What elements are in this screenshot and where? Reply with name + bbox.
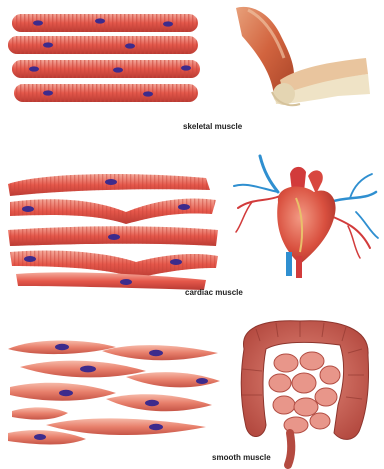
- heart-illustration: [230, 152, 380, 282]
- cardiac-fiber: [10, 199, 216, 225]
- smooth-fiber: [126, 372, 220, 387]
- smooth-fiber: [102, 345, 218, 360]
- intestines-illustration: [230, 309, 380, 469]
- smooth-muscle-fibers-illustration: [6, 333, 226, 453]
- cardiac-fiber: [8, 226, 218, 246]
- smooth-fiber: [106, 394, 212, 411]
- skeletal-fiber: [8, 36, 198, 54]
- smooth-fiber: [10, 383, 116, 401]
- arm-joint-illustration: [228, 4, 378, 114]
- cardiac-fiber: [16, 272, 206, 290]
- cardiac-muscle-section: cardiac muscle: [0, 150, 384, 305]
- skeletal-fiber: [12, 60, 200, 78]
- skeletal-fiber: [14, 84, 198, 102]
- skeletal-muscle-fibers-illustration: [8, 8, 208, 118]
- smooth-muscle-section: smooth muscle: [0, 305, 384, 468]
- skeletal-muscle-section: skeletal muscle: [0, 0, 384, 150]
- section-label: cardiac muscle: [185, 288, 243, 297]
- smooth-fiber: [20, 361, 146, 378]
- smooth-fiber: [8, 341, 116, 355]
- skeletal-fiber: [12, 14, 198, 32]
- smooth-fiber: [12, 407, 68, 419]
- smooth-fiber: [46, 418, 206, 435]
- section-label: skeletal muscle: [183, 122, 242, 131]
- small-intestine: [269, 352, 340, 433]
- cardiac-fiber: [8, 174, 210, 196]
- section-label: smooth muscle: [212, 453, 271, 462]
- smooth-fiber: [8, 430, 86, 444]
- cardiac-muscle-fibers-illustration: [6, 166, 221, 291]
